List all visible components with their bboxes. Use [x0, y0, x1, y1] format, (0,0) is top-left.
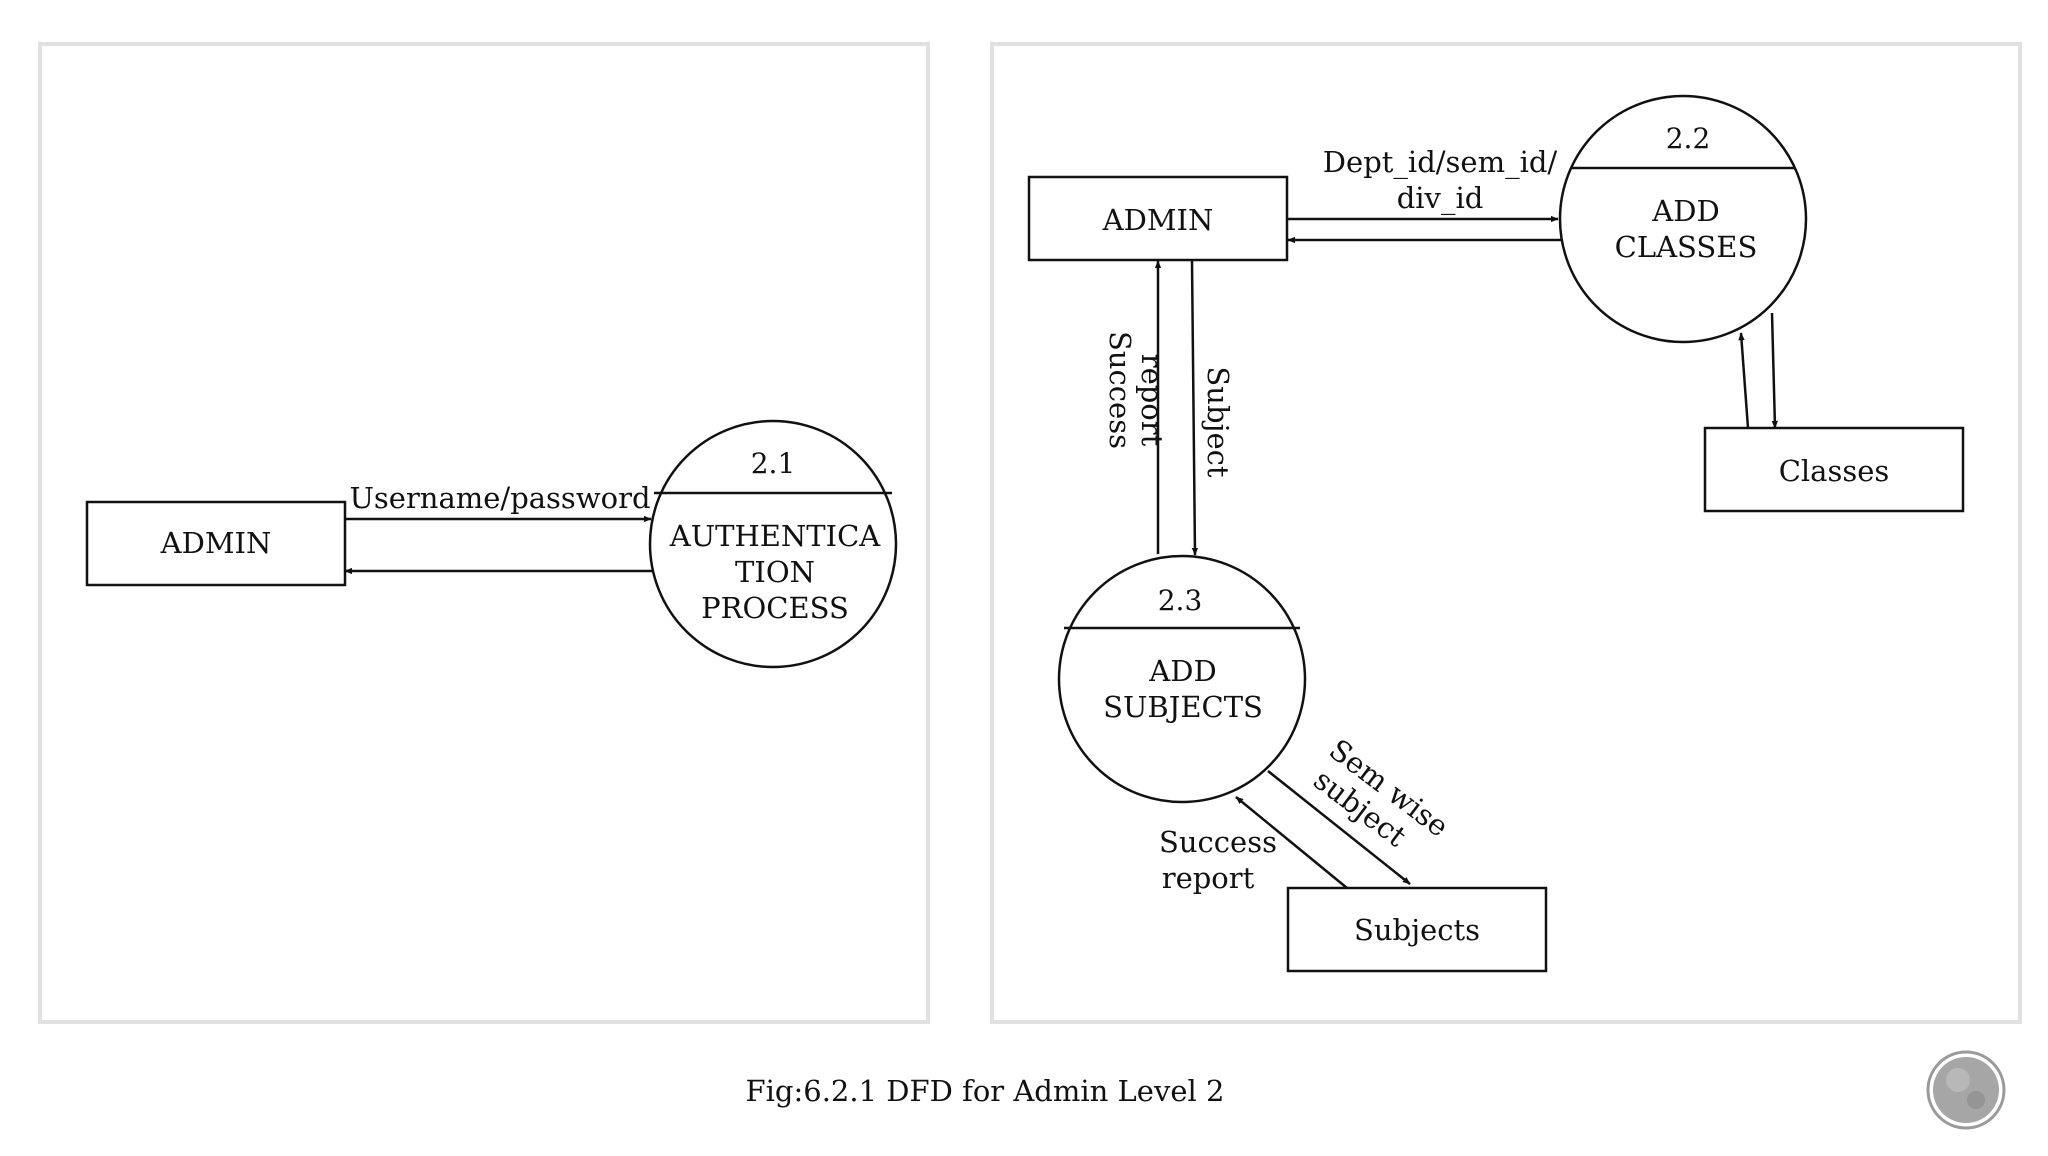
- add-subjects-line-2: SUBJECTS: [1103, 690, 1263, 724]
- classes-entity-label: Classes: [1779, 454, 1890, 488]
- flow-subject-down-label: Subject: [1201, 366, 1235, 478]
- subjects-entity-label: Subjects: [1354, 913, 1480, 947]
- flow-username-password-label: Username/password: [349, 481, 650, 515]
- circle-nav-icon[interactable]: [1926, 1050, 2006, 1130]
- flow-classes-store-to-process: [1738, 332, 1750, 429]
- flow-success-report-back-label-2: report: [1162, 861, 1255, 895]
- left-panel: [38, 42, 930, 1024]
- flow-admin-to-classes-label-1: Dept_id/sem_id/: [1323, 145, 1558, 180]
- add-classes-line-1: ADD: [1651, 194, 1719, 228]
- flow-sem-wise-subject: [1267, 770, 1411, 885]
- add-classes-line-2: CLASSES: [1615, 230, 1758, 264]
- auth-process-number: 2.1: [751, 447, 796, 480]
- flow-success-report-back: [1235, 796, 1348, 889]
- add-subjects-number: 2.3: [1158, 584, 1203, 617]
- admin-entity-left: [85, 500, 347, 587]
- flow-success-report-up-label-1: Success: [1103, 331, 1137, 449]
- right-panel: [990, 42, 2022, 1024]
- subjects-entity: [1286, 886, 1548, 973]
- flow-admin-to-classes-label-2: div_id: [1397, 181, 1484, 216]
- admin-entity-right-label: ADMIN: [1102, 203, 1214, 237]
- add-classes-number: 2.2: [1666, 122, 1711, 155]
- add-subjects-line-1: ADD: [1148, 654, 1216, 688]
- add-classes-process: 2.2 ADD CLASSES: [1558, 94, 1808, 344]
- add-subjects-process: 2.3 ADD SUBJECTS: [1057, 554, 1307, 804]
- flow-subject-down: [1190, 260, 1199, 556]
- figure-caption: Fig:6.2.1 DFD for Admin Level 2: [746, 1074, 1225, 1108]
- admin-entity-left-label: ADMIN: [160, 526, 272, 560]
- auth-process-line-1: AUTHENTICA: [669, 519, 882, 553]
- auth-process-line-2: TION: [735, 555, 815, 589]
- auth-process: 2.1 AUTHENTICA TION PROCESS: [648, 419, 898, 669]
- auth-process-line-3: PROCESS: [701, 591, 849, 625]
- classes-entity: [1703, 426, 1965, 513]
- flow-process-to-classes-store: [1770, 312, 1779, 429]
- flow-success-report-back-label-1: Success: [1159, 825, 1277, 859]
- flow-success-report-up-label-2: report: [1135, 354, 1169, 447]
